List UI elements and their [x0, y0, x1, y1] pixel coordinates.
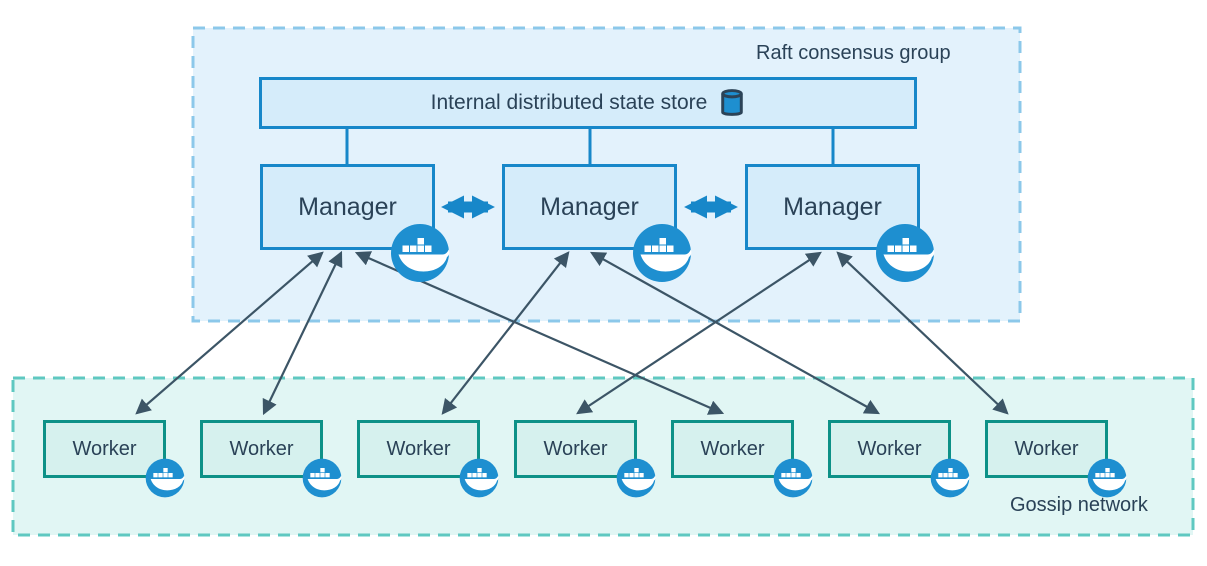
docker-whale-icon: [616, 458, 656, 498]
gossip-network-label: Gossip network: [1010, 494, 1148, 516]
manager-worker-arrow: [262, 250, 343, 416]
worker-label: Worker: [72, 437, 137, 460]
docker-whale-icon: [1087, 458, 1127, 498]
manager-worker-arrows: [135, 250, 1009, 416]
worker-label: Worker: [386, 437, 451, 460]
worker-node-3: Worker: [357, 420, 480, 478]
docker-whale-icon: [302, 458, 342, 498]
docker-whale-icon: [632, 223, 692, 283]
worker-label: Worker: [700, 437, 765, 460]
manager-worker-arrow: [836, 251, 1009, 415]
manager-worker-arrow: [354, 251, 725, 415]
worker-label: Worker: [229, 437, 294, 460]
worker-node-2: Worker: [200, 420, 323, 478]
state-store-box: Internal distributed state store: [259, 77, 917, 129]
worker-node-6: Worker: [828, 420, 951, 478]
manager-label: Manager: [783, 192, 882, 221]
manager-label: Manager: [540, 192, 639, 221]
manager-node-3: Manager: [745, 164, 920, 250]
worker-label: Worker: [543, 437, 608, 460]
docker-whale-icon: [875, 223, 935, 283]
manager-worker-arrow: [135, 251, 324, 415]
docker-whale-icon: [930, 458, 970, 498]
worker-node-7: Worker: [985, 420, 1108, 478]
manager-node-2: Manager: [502, 164, 677, 250]
worker-node-1: Worker: [43, 420, 166, 478]
worker-label: Worker: [857, 437, 922, 460]
worker-node-5: Worker: [671, 420, 794, 478]
manager-worker-arrow: [589, 251, 881, 415]
worker-node-4: Worker: [514, 420, 637, 478]
docker-whale-icon: [459, 458, 499, 498]
manager-node-1: Manager: [260, 164, 435, 250]
raft-consensus-group-label: Raft consensus group: [756, 42, 951, 64]
state-store-label: Internal distributed state store: [430, 91, 708, 114]
docker-whale-icon: [773, 458, 813, 498]
database-cylinder-icon: [719, 87, 745, 119]
state-store-connectors: [345, 129, 835, 164]
manager-label: Manager: [298, 192, 397, 221]
docker-whale-icon: [390, 223, 450, 283]
worker-label: Worker: [1014, 437, 1079, 460]
manager-worker-arrow: [576, 251, 822, 415]
manager-worker-arrow: [441, 251, 570, 415]
docker-whale-icon: [145, 458, 185, 498]
